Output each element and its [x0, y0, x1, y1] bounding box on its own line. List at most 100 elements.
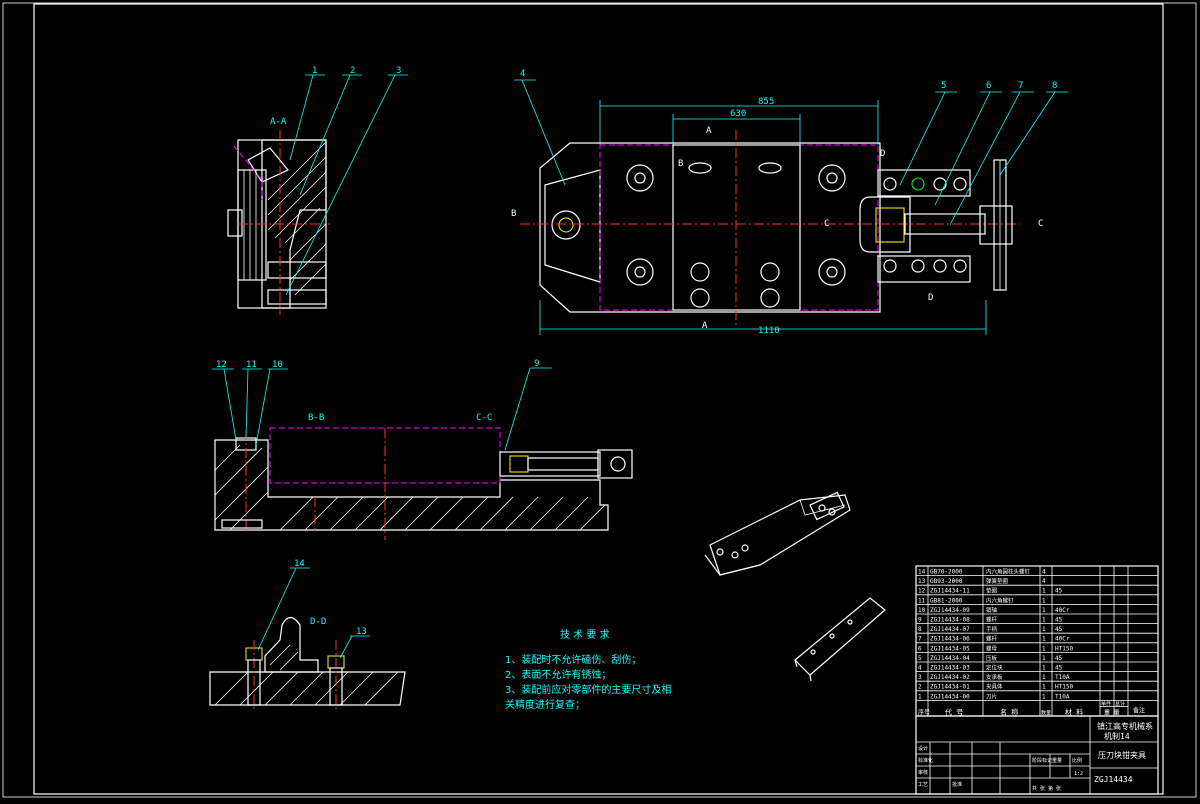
bom-row-qty: 1: [1042, 684, 1046, 691]
view-a-a: A-A: [227, 117, 330, 315]
balloon-6: 6: [986, 81, 991, 91]
bom-row-code: ZGJ14434-09: [930, 607, 970, 614]
sec-c-left: C: [824, 219, 829, 229]
balloon-leaders-13-14: [257, 567, 370, 659]
check-label: 审核: [918, 769, 928, 776]
bom-row-material: HT150: [1055, 684, 1073, 691]
process-label: 工艺: [918, 782, 928, 788]
section-dd: D-D: [209, 616, 406, 712]
bom-row-code: ZGJ14434-03: [930, 665, 970, 672]
bom-row-qty: 4: [1042, 569, 1046, 576]
bom-row-no: 2: [918, 684, 922, 691]
bom-row-qty: 1: [1042, 665, 1046, 672]
bom-row-code: ZGJ14434-05: [930, 645, 970, 652]
balloon-leaders-9-12: [212, 367, 552, 451]
standardize-label: 标准化: [918, 757, 933, 764]
bom-row-qty: 4: [1042, 578, 1046, 585]
bom-row-no: 7: [918, 636, 922, 643]
section-bb-cc: B-B C-C: [214, 413, 633, 540]
bom-header-qty: 数量: [1041, 709, 1051, 716]
bom-row-material: 45: [1055, 665, 1063, 672]
balloon-3: 3: [396, 66, 401, 76]
isometric-blade: [794, 597, 886, 682]
bom-row-material: 45: [1055, 655, 1063, 662]
design-label: 设计: [918, 745, 928, 752]
bom-row-material: 40Cr: [1055, 636, 1070, 643]
fixture-body-outline: [539, 142, 881, 313]
isometric-assembly: [704, 491, 851, 576]
bom-row-name: 弹簧垫圈: [986, 577, 1009, 585]
bom-row-qty: 1: [1042, 636, 1046, 643]
bom-row-no: 4: [918, 665, 922, 672]
balloon-1: 1: [312, 66, 317, 76]
bom-row-name: 刀片: [986, 692, 997, 700]
bom-row-material: 40Cr: [1055, 607, 1070, 614]
bom-row-qty: 1: [1042, 607, 1046, 614]
bb-hatching: [214, 444, 606, 531]
bom-row-no: 13: [918, 578, 926, 585]
bom-row-material: 45: [1055, 617, 1063, 624]
bom-row-name: 支承板: [986, 673, 1003, 681]
class-name: 机制14: [1104, 731, 1130, 741]
balloon-leaders-1-3: [285, 74, 408, 296]
scale-label: 比例: [1072, 757, 1082, 764]
bom-row-no: 6: [918, 645, 922, 652]
dim-855: 855: [758, 97, 774, 107]
bom-row-code: GB81-2000: [930, 597, 963, 604]
bom-row-name: 夹具体: [986, 683, 1003, 691]
balloon-12: 12: [216, 360, 227, 370]
bom-row-name: 定位块: [986, 664, 1003, 672]
bom-header-total: 总计: [1115, 700, 1125, 707]
sec-b-left: B: [511, 209, 516, 219]
bom-row-material: HT150: [1055, 645, 1073, 652]
sec-a-top: A: [706, 126, 712, 136]
balloon-leaders-4-8: [514, 79, 1068, 226]
title-block: 镇江高专机械系 机制14 压刀块钳夹具 ZGJ14434 阶段标记 重量 比例 …: [915, 715, 1159, 795]
bom-row-code: ZGJ14434-04: [930, 655, 970, 662]
bom-row-code: ZGJ14434-02: [930, 674, 970, 681]
bom-header-note: 备注: [1133, 706, 1145, 714]
bom-row-code: ZGJ14434-07: [930, 626, 970, 633]
bom-header-no: 序号: [918, 708, 930, 716]
bom-header-single: 单件: [1101, 700, 1111, 707]
view-label-cc: C-C: [476, 413, 492, 423]
bom-row-name: 螺杆: [986, 635, 998, 643]
bom-row-qty: 1: [1042, 655, 1046, 662]
top-view: 855 630 1110: [511, 97, 1043, 336]
balloon-14: 14: [294, 559, 305, 569]
bom-row-qty: 1: [1042, 645, 1046, 652]
bom-row-material: 45: [1055, 626, 1063, 633]
drawing-number: ZGJ14434: [1094, 775, 1133, 784]
bom-row-code: ZGJ14434-06: [930, 636, 970, 643]
bom-row-material: T10A: [1055, 674, 1070, 681]
bom-row-material: 45: [1055, 588, 1063, 595]
tech-title: 技 术 要 求: [560, 628, 610, 641]
bom-row-no: 8: [918, 626, 922, 633]
bom-row-no: 11: [918, 597, 926, 604]
approve-label: 批准: [952, 781, 962, 788]
balloon-9: 9: [534, 359, 539, 369]
balloon-11: 11: [246, 360, 257, 370]
scale-value: 1:2: [1074, 771, 1083, 777]
bom-row-no: 3: [918, 674, 922, 681]
bom-header-name: 名 称: [1000, 707, 1018, 716]
balloon-7: 7: [1018, 81, 1023, 91]
sec-d-bottom: D: [928, 293, 933, 303]
bom-row-qty: 1: [1042, 588, 1046, 595]
sec-c-right: C: [1038, 219, 1043, 229]
bom-row-no: 10: [918, 607, 926, 614]
balloon-2: 2: [350, 66, 355, 76]
tech-requirements: 技 术 要 求 1、装配时不允许磕伤、刮伤； 2、表面不允许有锈蚀； 3、装配前…: [505, 628, 671, 711]
sec-d-top: D: [880, 149, 885, 159]
bom-row-name: 销轴: [986, 606, 998, 614]
bom-row-qty: 1: [1042, 617, 1046, 624]
view-label-bb: B-B: [308, 413, 324, 423]
view-label-aa: A-A: [270, 117, 287, 127]
drawing-name: 压刀块钳夹具: [1098, 750, 1146, 760]
bolt-holes: [626, 162, 846, 308]
bom-row-no: 5: [918, 655, 922, 662]
balloon-5: 5: [941, 81, 946, 91]
